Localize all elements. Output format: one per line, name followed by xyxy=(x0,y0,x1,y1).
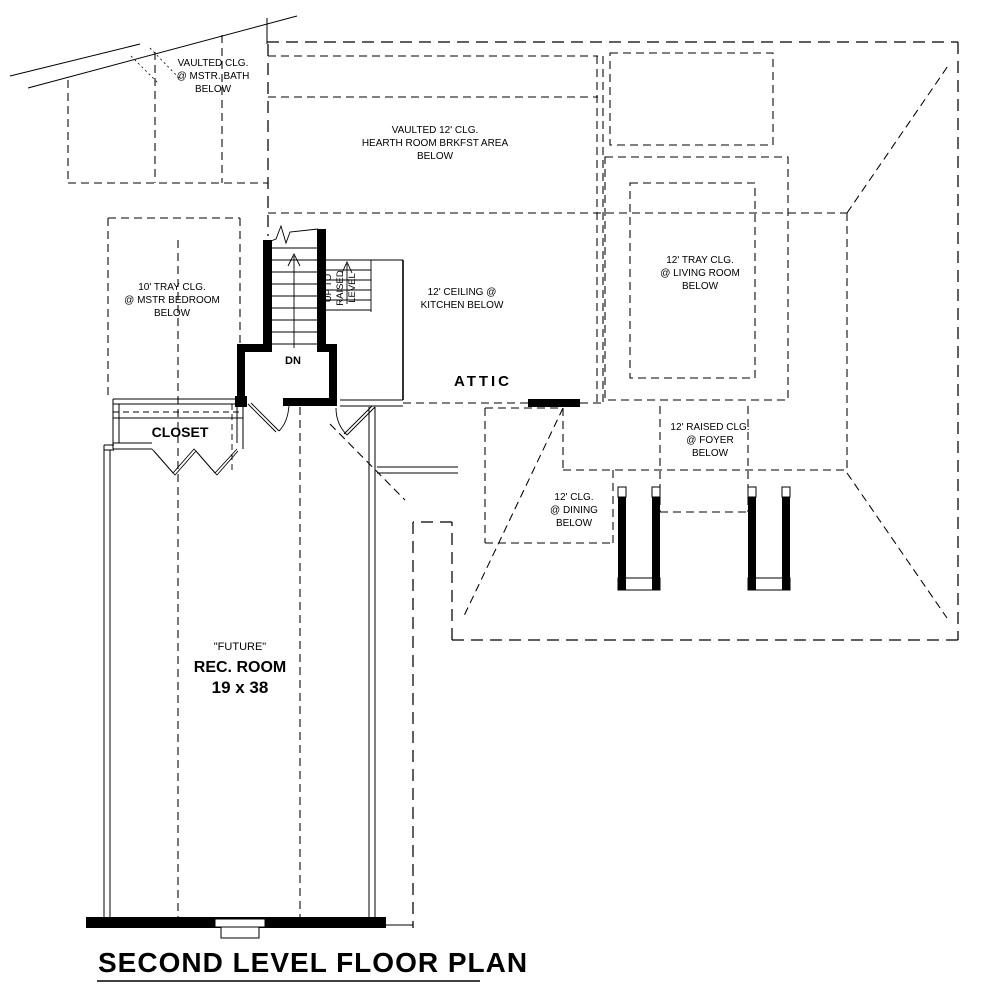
rec-room-window xyxy=(214,918,266,939)
dining-label-line2: @ DINING xyxy=(550,505,598,516)
rec-room-future-label: "FUTURE" xyxy=(214,641,267,653)
master-bedroom-label-line3: BELOW xyxy=(154,308,191,319)
closet-bifold-doors xyxy=(151,448,239,476)
hearth-room-label-line2: HEARTH ROOM BRKFST AREA xyxy=(362,138,509,149)
master-bedroom-label-line2: @ MSTR BEDROOM xyxy=(124,295,220,306)
foyer-stair-wall-right xyxy=(747,486,791,591)
stair-up-label-line2: RAISED xyxy=(335,270,346,306)
dining-outline xyxy=(329,407,614,619)
hearth-room-outline xyxy=(268,55,847,404)
closet-walls xyxy=(112,398,244,450)
master-bedroom-label-line1: 10' TRAY CLG. xyxy=(138,282,206,293)
rec-room-dimensions-label: 19 x 38 xyxy=(212,678,269,697)
foyer-stair-wall-left xyxy=(617,486,661,591)
foyer-label-line3: BELOW xyxy=(692,448,729,459)
rec-room-name-label: REC. ROOM xyxy=(194,659,286,676)
foyer-label-line1: 12' RAISED CLG. xyxy=(670,422,749,433)
foyer-label-line2: @ FOYER xyxy=(686,435,733,446)
dining-label-line3: BELOW xyxy=(556,518,593,529)
top-right-ceiling-outline xyxy=(609,52,774,146)
roof-ridge-lines xyxy=(9,15,298,89)
master-bath-label-line2: @ MSTR. BATH xyxy=(177,71,250,82)
stair-up-label-line3: LEVEL xyxy=(347,273,358,303)
room-labels: VAULTED CLG. @ MSTR. BATH BELOW VAULTED … xyxy=(124,58,749,697)
dining-label-line1: 12' CLG. xyxy=(554,492,593,503)
master-bath-vault-outline xyxy=(67,35,268,184)
living-room-tray-outline xyxy=(604,62,951,619)
living-room-label-line3: BELOW xyxy=(682,281,719,292)
attic-label: ATTIC xyxy=(454,373,512,390)
living-room-label-line1: 12' TRAY CLG. xyxy=(666,255,734,266)
master-bath-label-line3: BELOW xyxy=(195,84,232,95)
main-staircase xyxy=(262,224,326,352)
kitchen-label-line2: KITCHEN BELOW xyxy=(421,300,504,311)
master-bedroom-outline xyxy=(107,217,301,917)
stair-up-label-line1: UP TO xyxy=(323,274,334,303)
kitchen-label-line1: 12' CEILING @ xyxy=(428,287,497,298)
rec-room-entry-door xyxy=(335,405,376,436)
foyer-outline xyxy=(563,406,847,513)
closet-label: CLOSET xyxy=(152,424,209,440)
hearth-room-label-line1: VAULTED 12' CLG. xyxy=(392,125,479,136)
hearth-room-label-line3: BELOW xyxy=(417,151,454,162)
plan-title: SECOND LEVEL FLOOR PLAN xyxy=(98,947,528,978)
hall-door xyxy=(247,402,290,433)
plan-title-block: SECOND LEVEL FLOOR PLAN xyxy=(97,947,528,982)
living-room-label-line2: @ LIVING ROOM xyxy=(660,268,740,279)
stair-down-label: DN xyxy=(285,355,301,367)
outer-boundary xyxy=(267,41,959,928)
master-bath-label-line1: VAULTED CLG. xyxy=(178,58,249,69)
raised-level-stair xyxy=(326,260,372,312)
stair-hall-walls xyxy=(235,344,337,407)
